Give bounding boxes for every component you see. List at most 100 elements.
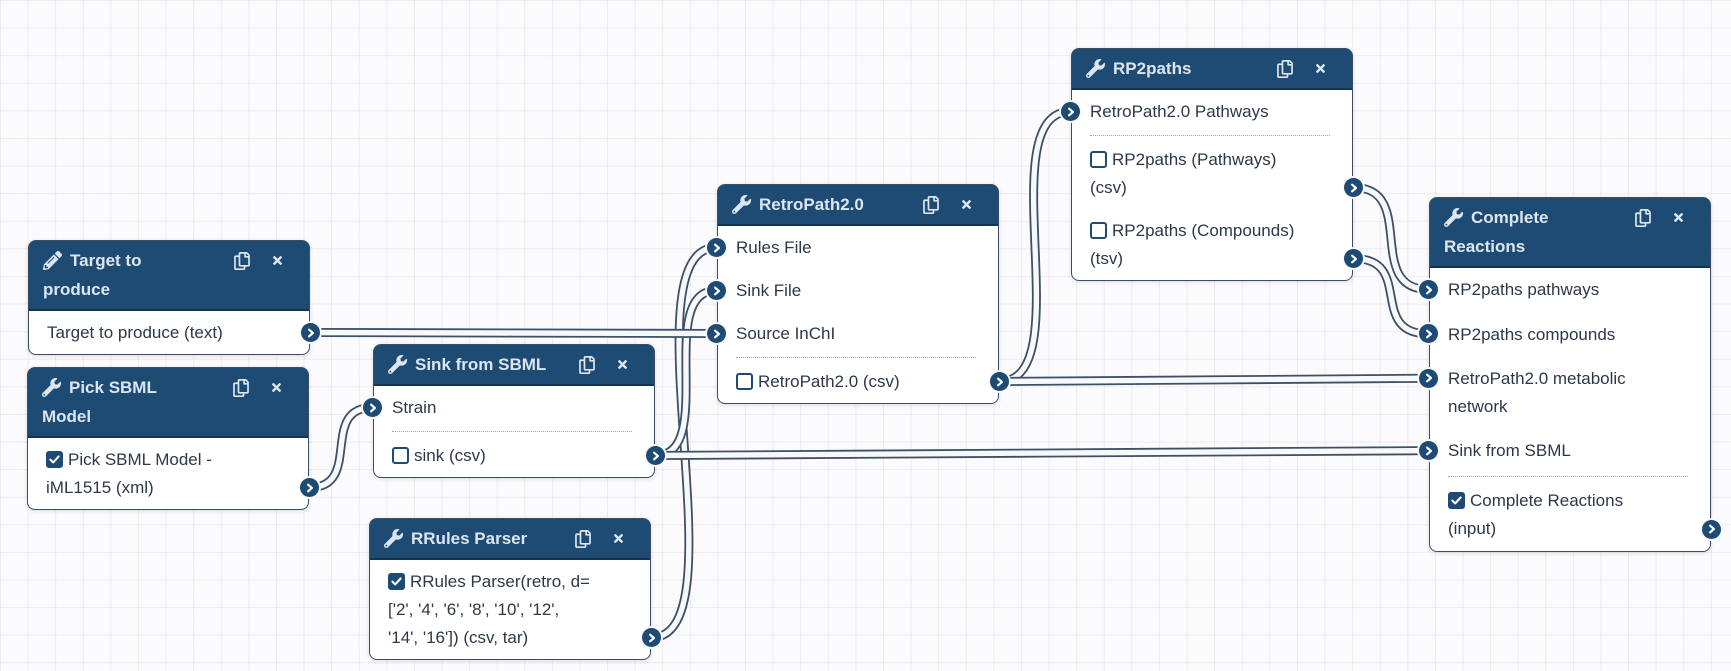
chevron-right-icon [1709, 524, 1715, 534]
connection-ribbon-core [310, 329, 717, 337]
input-port[interactable] [707, 238, 726, 257]
input-port[interactable] [1419, 368, 1438, 388]
node-header[interactable]: RRules Parser [370, 519, 650, 560]
wrench-icon [384, 529, 403, 548]
node-header[interactable]: RetroPath2.0 [718, 185, 998, 226]
remove-node-button[interactable] [270, 381, 283, 394]
chevron-right-icon [1426, 446, 1432, 456]
duplicate-node-button[interactable] [579, 355, 595, 374]
node-title: RP2paths [1113, 59, 1192, 78]
input-label: RP2paths compounds [1448, 324, 1616, 344]
remove-node-button[interactable] [271, 254, 284, 267]
node-title: Complete Reactions [1444, 208, 1549, 256]
output-label: Target to produce (text) [47, 322, 223, 342]
output-port[interactable] [646, 446, 665, 465]
duplicate-node-button[interactable] [234, 251, 250, 270]
input-port[interactable] [363, 398, 382, 417]
input-label: Sink from SBML [1448, 441, 1571, 461]
workflow-node-rrules_parser[interactable]: RRules Parser RRules Parser(retro, d=['2… [369, 518, 661, 660]
input-label: RP2paths pathways [1448, 280, 1600, 300]
workflow-output-checkbox[interactable] [1090, 150, 1107, 168]
output-label: RRules Parser(retro, d=['2', '4', '6', '… [388, 571, 590, 647]
duplicate-node-button[interactable] [923, 195, 939, 214]
wrench-icon [1444, 208, 1463, 227]
chevron-right-icon [714, 286, 720, 295]
node-body: Strain sink (csv) [363, 386, 665, 477]
workflow-node-rp2paths[interactable]: RP2paths RetroPath2.0 Pathways RP2paths … [1061, 48, 1363, 281]
node-body: Pick SBML Model - iML1515 (xml) [28, 438, 319, 509]
chevron-right-icon [997, 377, 1003, 386]
input-port[interactable] [1419, 441, 1438, 461]
node-header[interactable]: Complete Reactions [1430, 198, 1710, 268]
node-title: Target to produce [43, 251, 142, 299]
remove-node-button[interactable] [612, 532, 625, 545]
remove-node-button[interactable] [960, 198, 973, 211]
node-header[interactable]: Target to produce [29, 241, 309, 311]
input-port[interactable] [1419, 280, 1438, 299]
duplicate-node-button[interactable] [233, 378, 249, 397]
workflow-output-checkbox[interactable] [736, 372, 753, 390]
workflow-output-checkbox[interactable] [46, 450, 63, 468]
workflow-output-checkbox[interactable] [1448, 491, 1465, 509]
pencil-icon [43, 251, 62, 270]
duplicate-node-button[interactable] [575, 529, 591, 548]
chevron-right-icon [714, 243, 720, 252]
output-port[interactable] [642, 628, 661, 647]
wrench-icon [732, 195, 751, 214]
output-port[interactable] [300, 478, 319, 497]
input-port[interactable] [707, 281, 726, 300]
workflow-node-retropath2[interactable]: RetroPath2.0 Rules File Sink File Source… [707, 184, 1009, 404]
input-label: RetroPath2.0 metabolic network [1448, 368, 1626, 416]
wrench-icon [1444, 208, 1463, 227]
node-output-row: sink (csv) [374, 434, 665, 477]
input-label: Source InChI [736, 323, 836, 343]
input-label: Sink File [736, 280, 802, 300]
workflow-output-checkbox[interactable] [1090, 221, 1107, 239]
wrench-icon [1086, 59, 1105, 78]
output-port[interactable] [1344, 249, 1363, 268]
workflow-node-target_to_produce[interactable]: Target to produce Target to produce (tex… [28, 240, 320, 355]
input-label: Strain [392, 397, 437, 417]
node-input-row: Source InChI [707, 312, 998, 355]
output-label: RP2paths (Pathways) (csv) [1090, 149, 1277, 197]
node-header[interactable]: RP2paths [1072, 49, 1352, 90]
close-icon [962, 200, 971, 209]
workflow-output-checkbox[interactable] [388, 572, 405, 590]
node-body: RetroPath2.0 Pathways RP2paths (Pathways… [1061, 90, 1363, 280]
node-input-row: Sink File [707, 269, 998, 312]
input-port[interactable] [1061, 102, 1080, 121]
chevron-right-icon [308, 328, 314, 337]
wrench-icon [388, 355, 407, 374]
chevron-right-icon [1351, 254, 1357, 263]
connection-ribbon-core [655, 287, 717, 459]
output-port[interactable] [990, 372, 1009, 391]
node-output-row: Pick SBML Model - iML1515 (xml) [28, 438, 319, 509]
node-header[interactable]: Pick SBML Model [28, 368, 308, 438]
node-body: Target to produce (text) [29, 311, 320, 354]
duplicate-node-button[interactable] [1635, 208, 1651, 227]
workflow-node-complete_reactions[interactable]: Complete Reactions RP2paths pathways RP2… [1419, 197, 1721, 552]
output-port[interactable] [1702, 519, 1721, 539]
copy-icon [575, 529, 591, 548]
output-port[interactable] [1344, 178, 1363, 197]
workflow-output-checkbox[interactable] [392, 446, 409, 464]
workflow-node-sink_from_sbml[interactable]: Sink from SBML Strain sink (csv) [363, 344, 665, 478]
input-port[interactable] [1419, 324, 1438, 344]
remove-node-button[interactable] [1672, 211, 1685, 224]
output-label: Complete Reactions (input) [1448, 490, 1624, 538]
output-label: Pick SBML Model - iML1515 (xml) [46, 449, 212, 497]
chevron-right-icon [653, 451, 659, 460]
node-output-row: RRules Parser(retro, d=['2', '4', '6', '… [370, 560, 661, 659]
input-port[interactable] [707, 324, 726, 343]
workflow-node-pick_sbml_model[interactable]: Pick SBML Model Pick SBML Model - iML151… [27, 367, 319, 510]
remove-node-button[interactable] [616, 358, 629, 371]
duplicate-node-button[interactable] [1277, 59, 1293, 78]
connection-ribbon-core [999, 375, 1429, 385]
node-header[interactable]: Sink from SBML [374, 345, 654, 386]
input-label: Rules File [736, 237, 812, 257]
output-port[interactable] [301, 323, 320, 342]
io-divider [736, 357, 976, 358]
remove-node-button[interactable] [1314, 62, 1327, 75]
